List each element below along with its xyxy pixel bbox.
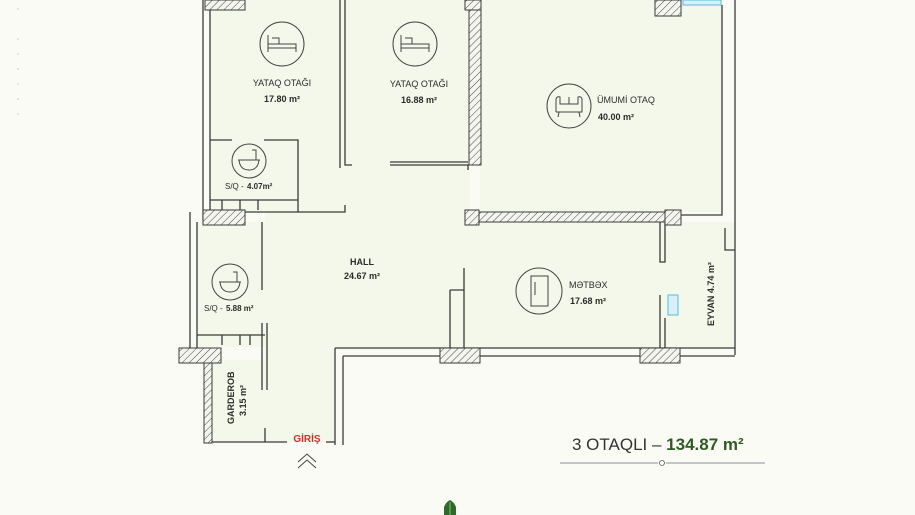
- kitchen-name: MƏTBƏX: [569, 280, 608, 290]
- living-area-label: 40.00 m²: [598, 112, 634, 122]
- bathtub-icon: [231, 143, 267, 179]
- bath2-name: S/Q -: [204, 304, 223, 313]
- window-living: [682, 0, 722, 6]
- kitchen-area-label: 17.68 m²: [570, 296, 606, 306]
- wardrobe-area-label: 3.15 m²: [238, 385, 248, 416]
- fridge-icon: [515, 267, 563, 315]
- hall-area-label: 24.67 m²: [344, 271, 380, 281]
- hatched-walls: [178, 0, 682, 444]
- window-kitchen: [667, 294, 679, 316]
- hall-corridor: [300, 165, 470, 215]
- hall-entry: [265, 350, 335, 442]
- bedroom1-name: YATAQ OTAĞI: [253, 78, 311, 88]
- bedroom2-area-label: 16.88 m²: [401, 95, 437, 105]
- balcony-area: [660, 222, 735, 349]
- double-chevron-up-icon: [297, 453, 317, 469]
- bedroom2-area: [346, 0, 468, 168]
- bath2-area: [197, 222, 265, 347]
- bath2-area-label: 5.88 m²: [226, 304, 254, 313]
- bathtub-icon: [211, 263, 249, 301]
- bath1-name: S/Q -: [225, 182, 244, 191]
- brand-logo-icon: [444, 500, 456, 515]
- summary-title: 3 OTAQLI – 134.87 m²: [572, 435, 744, 454]
- margin-dots: [17, 8, 19, 115]
- bed-icon: [392, 21, 438, 67]
- bath1-area-label: 4.07m²: [247, 182, 273, 191]
- kitchen-area: [465, 222, 660, 349]
- living-name: ÜMUMİ OTAQ: [597, 95, 655, 105]
- wardrobe-name: GARDEROB: [226, 371, 236, 424]
- living-area: [480, 0, 722, 212]
- total-area: 134.87 m²: [666, 435, 744, 454]
- entrance-label: GİRİŞ: [293, 432, 321, 445]
- bedroom2-name: YATAQ OTAĞI: [390, 79, 448, 89]
- hall-name: HALL: [350, 257, 374, 267]
- summary-divider: [560, 460, 765, 466]
- bed-icon: [259, 21, 305, 67]
- bedroom1-area-label: 17.80 m²: [264, 94, 300, 104]
- hall-area: [265, 212, 465, 350]
- walls: [189, 0, 736, 445]
- balcony-label: EYVAN 4.74 m²: [706, 262, 716, 326]
- sofa-icon: [546, 83, 592, 129]
- rooms-count-label: 3 OTAQLI –: [572, 435, 666, 454]
